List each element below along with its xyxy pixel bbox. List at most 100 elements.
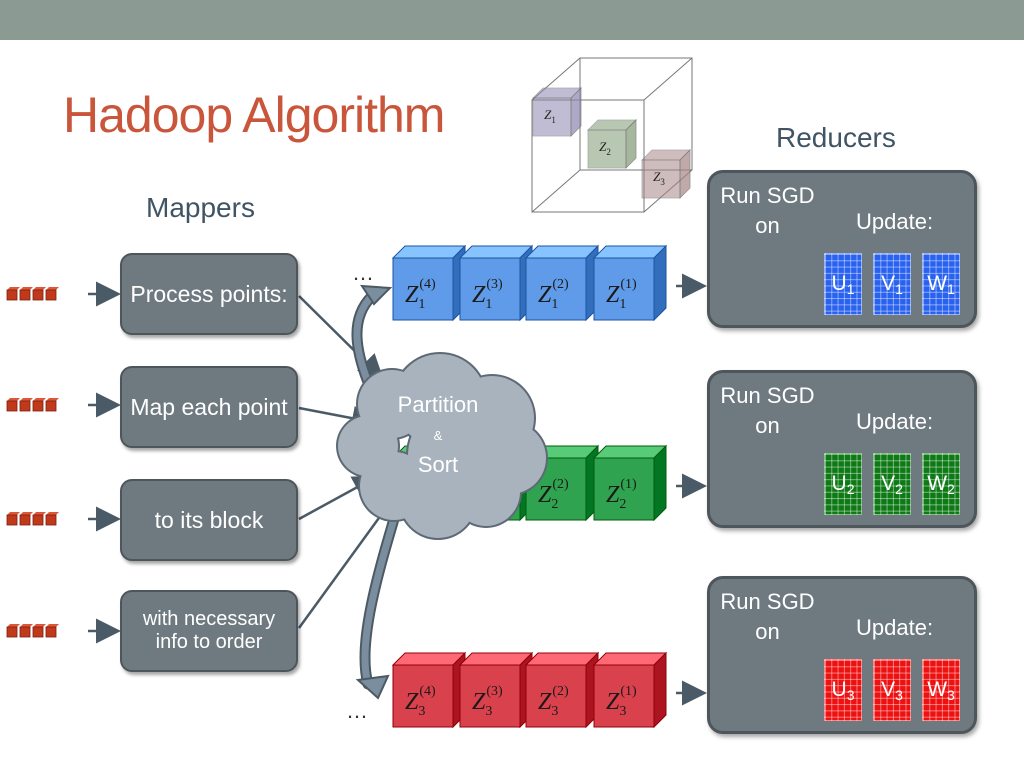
block-front (459, 664, 521, 728)
slide-title: Hadoop Algorithm (63, 87, 445, 143)
input-square-top (7, 287, 20, 290)
mapper-box-2: Map each point (120, 366, 298, 448)
cloud-puff (358, 370, 426, 438)
cloud-sort-text: Sort (417, 452, 459, 477)
block-front (593, 457, 655, 521)
block-rows: Z1(4)Z1(3)Z1(2)Z1(1)Z2(4)Z2(3)Z2(2)Z2(1)… (391, 244, 707, 729)
reducer-run-text: Run SGD on (720, 589, 815, 644)
input-square (19, 626, 31, 638)
input-square (32, 626, 44, 638)
mapper-text-3: to its block (154, 506, 264, 533)
input-points (6, 287, 59, 638)
block-3-3: Z3(2) (524, 651, 600, 729)
cube-block-front (587, 129, 627, 169)
mappers-heading: Mappers (146, 192, 255, 223)
top-bar (0, 0, 1024, 40)
reducer-cell-u2: U2 (824, 453, 862, 515)
cloud-partition-text: Partition (397, 392, 479, 417)
fat-arrow-down-head (355, 674, 390, 700)
block-side (653, 244, 667, 322)
reducer-cell-v2: V2 (873, 453, 911, 515)
reducer-cell-w2: W2 (922, 453, 960, 515)
cube-block-label: Z1 (544, 107, 556, 125)
cube-block-1: Z1 (532, 87, 582, 137)
block-1-3: Z1(2) (524, 244, 600, 322)
input-square (19, 400, 31, 412)
reducer-cell-w3: W3 (922, 659, 960, 721)
reducer-cell-w1: W1 (922, 253, 960, 315)
input-square-top (20, 287, 33, 290)
mapper-text-2: Map each point (130, 393, 288, 420)
fat-arrow-up-head (360, 284, 393, 306)
input-square-top (33, 512, 46, 515)
reducer-run-text: Run SGD on (720, 183, 815, 238)
block-1-2: Z1(3) (458, 244, 534, 322)
input-square (45, 514, 57, 526)
reducer-cell-u3: U3 (824, 659, 862, 721)
block-3-4: Z3(1) (592, 651, 668, 729)
block-3-1: Z3(4) (391, 651, 467, 729)
cloud-amp-text: & (433, 428, 443, 443)
cube-block-3: Z3 (641, 149, 691, 199)
input-square-top (33, 624, 46, 627)
block-1-1: Z1(4) (391, 244, 467, 322)
input-square-top (20, 398, 33, 401)
block-front (593, 257, 655, 321)
input-square (19, 514, 31, 526)
block-side (653, 444, 667, 522)
cloud-puff (408, 403, 512, 507)
cube-front (531, 99, 645, 213)
partition-cloud (336, 352, 548, 540)
cube-edge (643, 57, 693, 101)
input-square-top (7, 512, 20, 515)
reducer-update-text: Update: (856, 209, 934, 234)
input-square (6, 626, 18, 638)
reducer-cell-u1: U1 (824, 253, 862, 315)
reducer-cell-v1: V1 (873, 253, 911, 315)
input-square (45, 400, 57, 412)
cube-block-label: Z2 (599, 139, 611, 157)
input-square-top (33, 398, 46, 401)
input-square (32, 400, 44, 412)
block-front (392, 257, 454, 321)
reducers-heading: Reducers (776, 122, 896, 153)
cube-edge (531, 169, 581, 213)
mapper-box-4: with necessary info to order (120, 590, 298, 672)
cube-block-2: Z2 (587, 119, 637, 169)
cube-block-front (641, 159, 681, 199)
mapper-text-4: with necessary info to order (142, 608, 276, 653)
ellipsis-top: … (352, 260, 374, 285)
input-square (45, 289, 57, 301)
input-square-top (46, 512, 59, 515)
input-square (32, 514, 44, 526)
input-square-top (33, 287, 46, 290)
input-square (19, 289, 31, 301)
cube-block-front (532, 97, 572, 137)
block-2-4: Z2(1) (592, 444, 668, 522)
input-square-top (46, 398, 59, 401)
block-front (525, 664, 587, 728)
reducer-update-text: Update: (856, 615, 934, 640)
mapper-text-1: Process points: (130, 280, 288, 307)
block-3-2: Z3(3) (458, 651, 534, 729)
input-square-top (7, 398, 20, 401)
input-square (45, 626, 57, 638)
block-1-4: Z1(1) (592, 244, 668, 322)
input-square-top (20, 512, 33, 515)
block-front (525, 257, 587, 321)
block-front (392, 664, 454, 728)
reducer-run-text: Run SGD on (720, 383, 815, 438)
mapper-box-3: to its block (120, 479, 298, 561)
input-square-top (46, 624, 59, 627)
block-front (593, 664, 655, 728)
reducer-cell-v3: V3 (873, 659, 911, 721)
input-square (6, 289, 18, 301)
input-square (6, 514, 18, 526)
ellipsis-bottom: … (346, 698, 368, 723)
input-square-top (46, 287, 59, 290)
mapper-arrows (88, 281, 395, 644)
